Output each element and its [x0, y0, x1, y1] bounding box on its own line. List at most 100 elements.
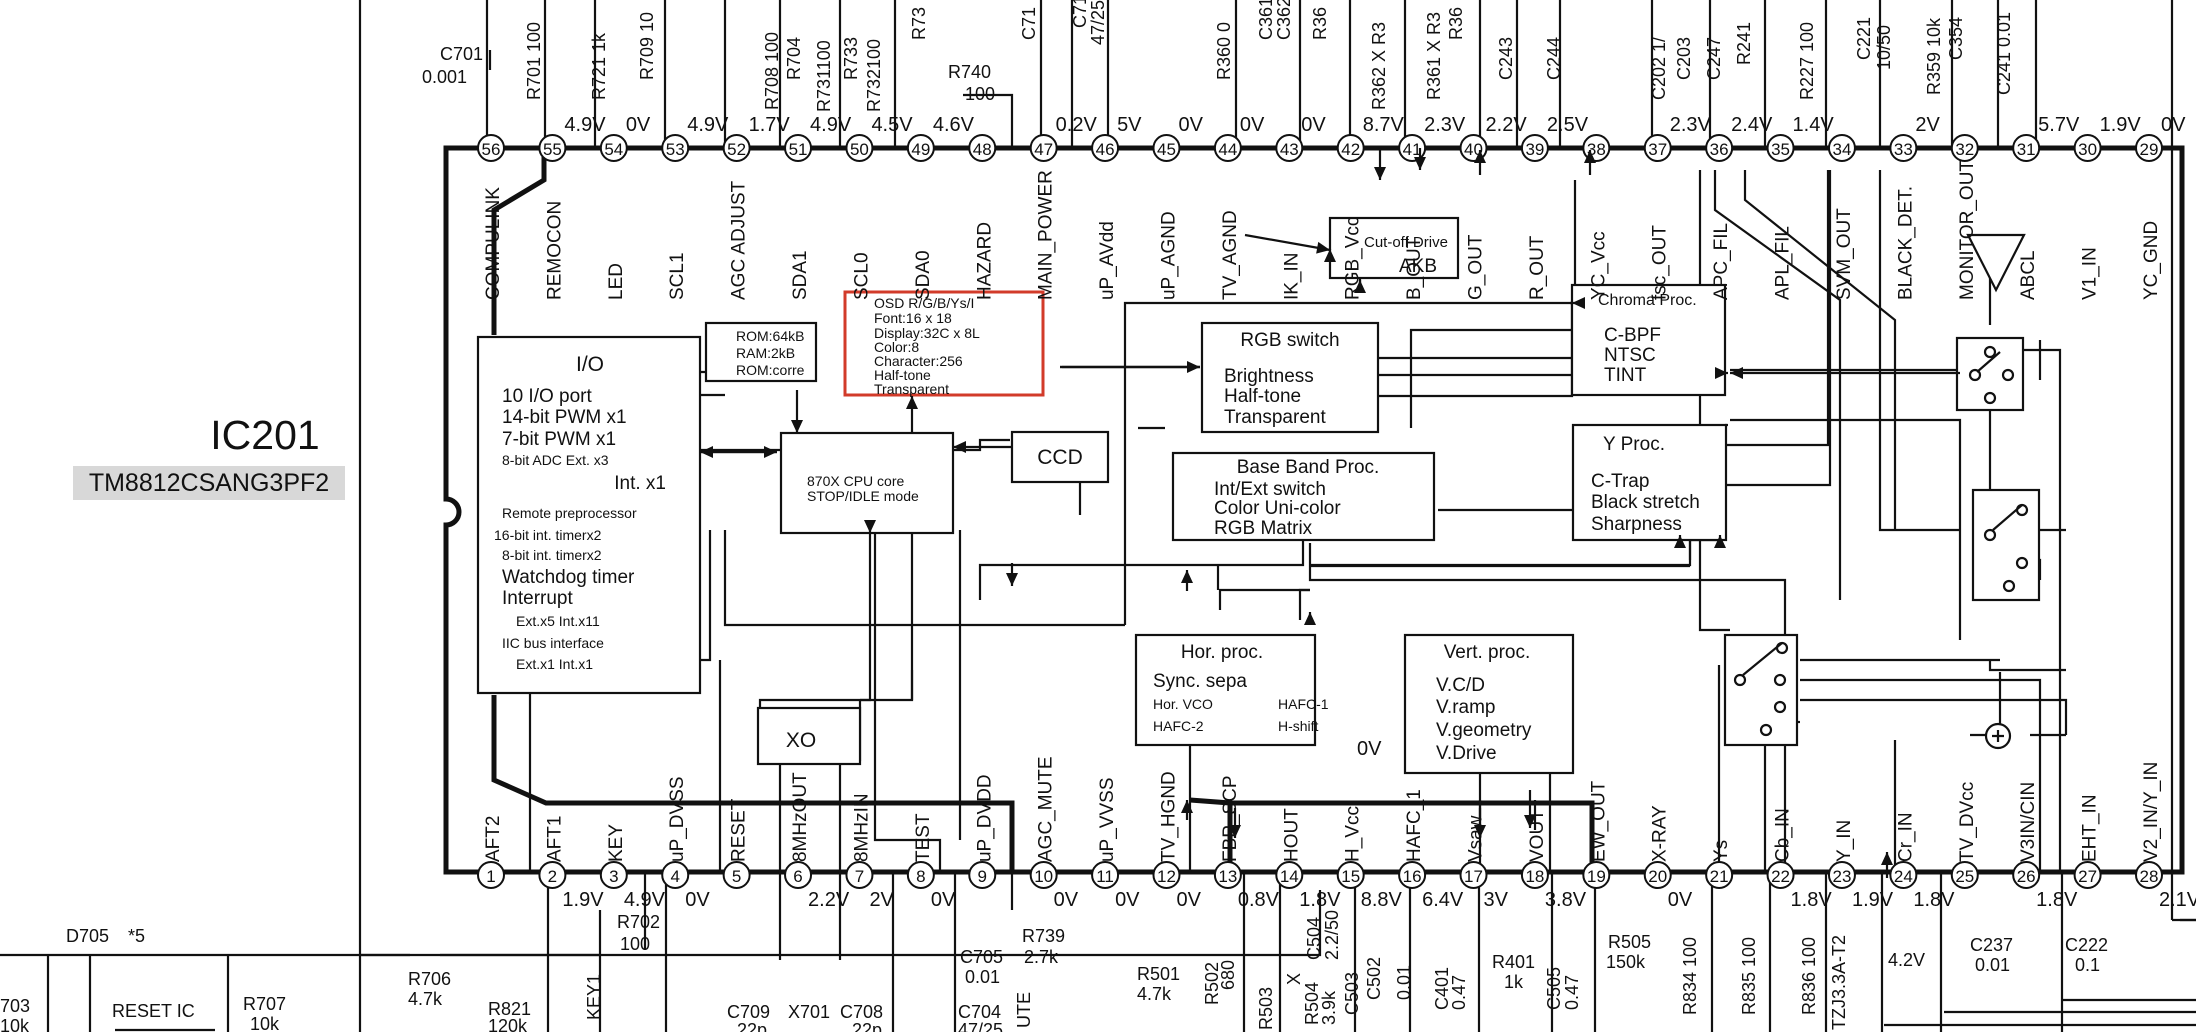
pin-voltage: 1.7V	[749, 114, 791, 136]
pin-voltage: 2.5V	[1547, 114, 1589, 136]
component-label: C241 0.01	[1994, 12, 2014, 95]
pin-number: 51	[789, 140, 808, 159]
pin-number: 54	[604, 140, 623, 159]
pin-voltage: 1.8V	[2036, 889, 2078, 911]
pin-number: 24	[1894, 867, 1913, 886]
pin-circle	[1336, 134, 1365, 162]
pin-voltage: 0V	[1240, 114, 1265, 136]
pin-number: 6	[793, 867, 802, 886]
pin-circle	[1520, 134, 1549, 162]
pin-number: 26	[2017, 867, 2036, 886]
pin-name: REMOCON	[544, 201, 565, 300]
pin-circle	[1091, 134, 1120, 162]
pin-voltage: 0V	[1176, 889, 1201, 911]
vert-line: V.geometry	[1436, 720, 1532, 741]
pin-circle	[1827, 861, 1856, 889]
pin-number: 42	[1341, 140, 1360, 159]
pin-number: 28	[2140, 867, 2159, 886]
cutoff-line: Cut-off Drive	[1364, 234, 1448, 251]
pin-name: Cb_IN	[1773, 808, 1794, 862]
io-line: 7-bit PWM x1	[502, 429, 616, 450]
pin-circle	[1643, 861, 1672, 889]
component-label: 4.2V	[1888, 950, 1925, 970]
pin-circle	[906, 134, 935, 162]
component-label: C202 1/	[1649, 37, 1669, 100]
pin-name: TV_DVcc	[1957, 782, 1978, 862]
memory-line: ROM:corre	[736, 362, 805, 378]
pin-circle	[722, 134, 751, 162]
pin-name: ABCL	[2018, 250, 2039, 300]
pin-circle	[538, 134, 567, 162]
pin-number: 10	[1034, 867, 1053, 886]
component-label: 680	[1218, 960, 1238, 990]
memory-line: ROM:64kB	[736, 328, 804, 344]
hor-line: H-shift	[1278, 718, 1319, 734]
io-line: 16-bit int. timerx2	[494, 527, 602, 543]
pin-voltage: 0.8V	[1238, 889, 1280, 911]
component-label: 2.7k	[1024, 947, 1059, 967]
io-line: Remote preprocessor	[502, 505, 637, 521]
pin-circle	[1950, 861, 1979, 889]
arrow-head	[1474, 825, 1486, 838]
chip-outline	[443, 145, 2185, 875]
component-label: R36	[1310, 7, 1330, 40]
voltage-label: 0V	[1357, 738, 1382, 760]
pin-voltage: 3V	[1484, 889, 1509, 911]
pin-voltage: 2.3V	[1424, 114, 1466, 136]
component-label: 0.47	[1449, 975, 1469, 1010]
component-label: C71	[1070, 0, 1090, 28]
io-line: 10 I/O port	[502, 386, 592, 407]
pin-voltage: 4.9V	[624, 889, 666, 911]
pin-circle	[1889, 861, 1918, 889]
pin-circle	[784, 861, 813, 889]
component-label: R706	[408, 969, 451, 989]
pin-circle	[968, 134, 997, 162]
component-label: C361	[1256, 0, 1276, 40]
component-label: C354	[1946, 17, 1966, 60]
pin-name: BLACK_DET.	[1895, 186, 1916, 300]
vert-line: V.ramp	[1436, 697, 1496, 718]
pin-voltage: 2.4V	[1731, 114, 1773, 136]
arrow-head	[1714, 535, 1726, 548]
pin-name: uP_AVdd	[1097, 221, 1118, 300]
osd-line: OSD R/G/B/Ys/I	[874, 295, 974, 311]
pin-voltage: 0V	[1301, 114, 1326, 136]
pin-name: LED	[606, 263, 627, 300]
pin-voltage: 5.7V	[2038, 114, 2080, 136]
pin-circle	[477, 861, 505, 889]
pin-voltage: 0V	[1054, 889, 1079, 911]
component-label: C505	[1544, 967, 1564, 1010]
pin-name: EW_OUT	[1588, 780, 1609, 862]
component-label: R707	[243, 994, 286, 1014]
vert-line: V.C/D	[1436, 675, 1485, 696]
component-label: R704	[784, 37, 804, 80]
internal-bus	[491, 148, 1595, 872]
pin-circle	[2012, 861, 2041, 889]
pin-voltage: 2V	[869, 889, 894, 911]
pin-circle	[477, 134, 505, 162]
switch-middle	[1971, 488, 2041, 602]
component-label: R505	[1608, 932, 1651, 952]
yproc-line: C-Trap	[1591, 471, 1649, 492]
pin-circle	[2135, 861, 2163, 889]
chroma-line: C-BPF	[1604, 325, 1661, 346]
pin-name: TEST	[913, 813, 934, 862]
arrow-head	[1572, 297, 1585, 309]
pin-number: 35	[1771, 140, 1790, 159]
arrow-head	[1187, 361, 1200, 373]
pin-voltage: 5V	[1117, 114, 1142, 136]
component-label: R739	[1022, 926, 1065, 946]
component-label: 0.01	[965, 967, 1000, 987]
component-label: 47/25	[958, 1020, 1003, 1032]
pin-name: Y_IN	[1834, 820, 1855, 862]
component-label: C704	[958, 1002, 1001, 1022]
pin-circle	[1582, 861, 1611, 889]
xo-label: XO	[786, 729, 816, 752]
ic-part-number: TM8812CSANG3PF2	[89, 469, 329, 497]
rgb-switch-block: RGB switch Brightness Half-tone Transpar…	[1200, 321, 1380, 434]
pin-number: 13	[1218, 867, 1237, 886]
pin-name: 8MHzIN	[851, 793, 872, 862]
pin-number: 31	[2017, 140, 2036, 159]
pin-circle	[1152, 134, 1181, 162]
pin-voltage: 0V	[931, 889, 956, 911]
